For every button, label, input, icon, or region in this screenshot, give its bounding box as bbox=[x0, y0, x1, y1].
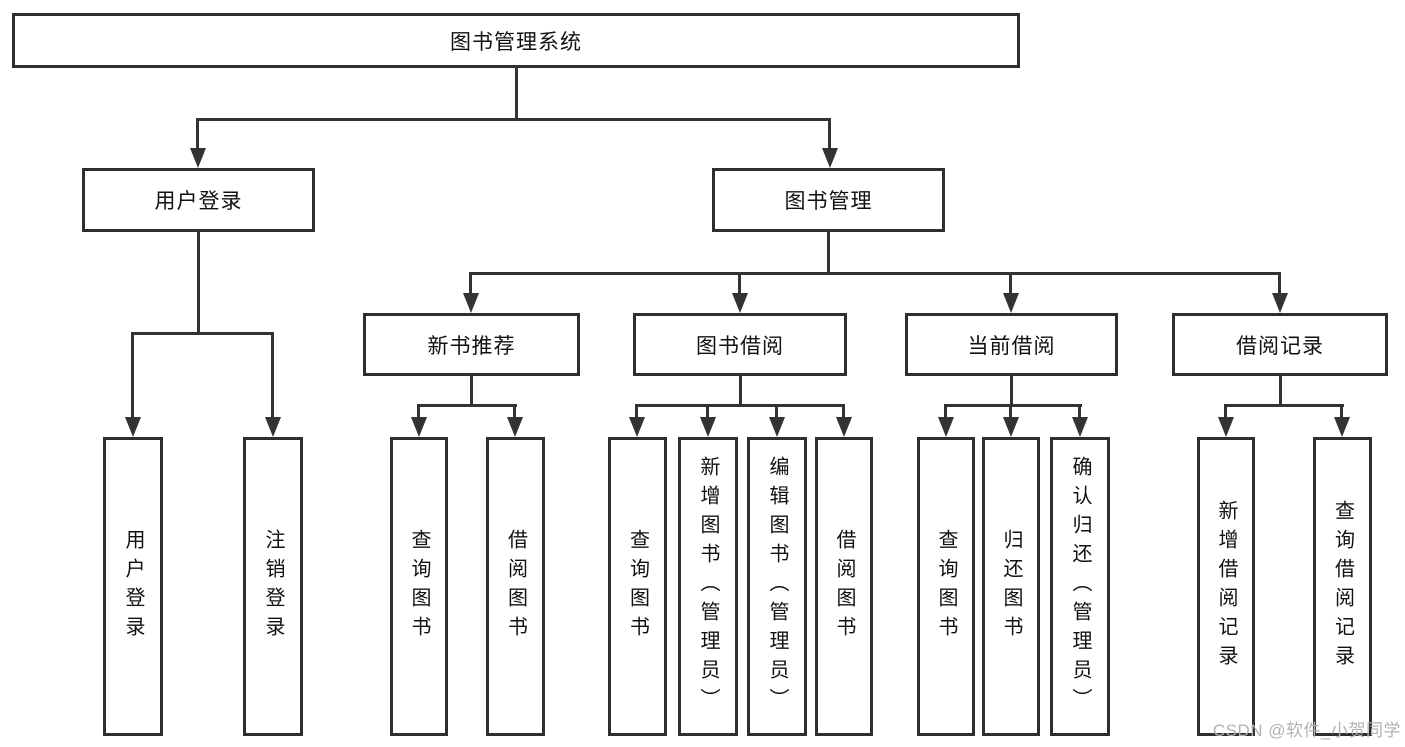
leaf-add-book-admin-label: 新增图书（管理员） bbox=[697, 456, 719, 717]
arrow-to-confirm-return bbox=[1071, 404, 1088, 437]
leaf-confirm-return-admin: 确认归还（管理员） bbox=[1050, 437, 1110, 736]
leaf-edit-book-admin: 编辑图书（管理员） bbox=[747, 437, 807, 736]
leaf-query-borrow-record-label: 查询借阅记录 bbox=[1331, 499, 1354, 674]
arrow-to-edit-book bbox=[768, 404, 785, 437]
leaf-query-books-1-label: 查询图书 bbox=[408, 528, 430, 645]
leaf-confirm-return-admin-label: 确认归还（管理员） bbox=[1069, 456, 1091, 717]
connector-current-borrow-vertical bbox=[1010, 374, 1013, 406]
arrow-to-return-book bbox=[1002, 404, 1019, 437]
leaf-borrow-books-2-label: 借阅图书 bbox=[833, 528, 855, 645]
arrow-to-add-borrow-record bbox=[1217, 404, 1234, 437]
leaf-user-login: 用户登录 bbox=[103, 437, 163, 736]
node-new-book-recommend: 新书推荐 bbox=[363, 313, 580, 376]
connector-user-login-horizontal bbox=[131, 332, 274, 335]
connector-root-horizontal bbox=[197, 118, 831, 121]
connector-book-borrow-vertical bbox=[739, 374, 742, 406]
arrow-to-user-login bbox=[189, 118, 206, 168]
leaf-query-books-3-label: 查询图书 bbox=[935, 528, 957, 645]
leaf-logout-label: 注销登录 bbox=[262, 528, 284, 645]
arrow-to-query-books-2 bbox=[628, 404, 645, 437]
leaf-borrow-books-2: 借阅图书 bbox=[815, 437, 873, 736]
connector-current-borrow-horizontal bbox=[944, 404, 1082, 407]
node-library-management-system: 图书管理系统 bbox=[12, 13, 1020, 68]
arrow-to-borrow-books-2 bbox=[835, 404, 852, 437]
leaf-add-book-admin: 新增图书（管理员） bbox=[678, 437, 738, 736]
leaf-query-books-2-label: 查询图书 bbox=[626, 528, 649, 645]
leaf-query-books-1: 查询图书 bbox=[390, 437, 448, 736]
connector-book-management-vertical bbox=[827, 230, 830, 274]
leaf-return-book: 归还图书 bbox=[982, 437, 1040, 736]
leaf-query-borrow-record: 查询借阅记录 bbox=[1313, 437, 1372, 736]
arrow-to-leaf-user-login bbox=[124, 332, 141, 437]
arrow-to-current-borrow bbox=[1002, 272, 1019, 313]
connector-borrow-records-vertical bbox=[1279, 374, 1282, 406]
arrow-to-query-borrow-record bbox=[1333, 404, 1350, 437]
leaf-return-book-label: 归还图书 bbox=[1000, 528, 1022, 645]
connector-root-vertical bbox=[515, 66, 518, 120]
csdn-watermark: CSDN @软件_小贺同学 bbox=[1212, 721, 1401, 740]
arrow-to-query-books-3 bbox=[937, 404, 954, 437]
arrow-to-borrow-books-1 bbox=[506, 404, 523, 437]
node-book-borrow: 图书借阅 bbox=[633, 313, 847, 376]
connector-new-book-recommend-vertical bbox=[470, 374, 473, 406]
arrow-to-leaf-logout bbox=[264, 332, 281, 437]
arrow-to-add-book bbox=[699, 404, 716, 437]
leaf-add-borrow-record: 新增借阅记录 bbox=[1197, 437, 1255, 736]
leaf-user-login-label: 用户登录 bbox=[122, 528, 144, 645]
arrow-to-new-book-recommend bbox=[462, 272, 479, 313]
connector-user-login-vertical bbox=[197, 230, 200, 334]
arrow-to-query-books-1 bbox=[410, 404, 427, 437]
leaf-borrow-books-1: 借阅图书 bbox=[486, 437, 545, 736]
leaf-edit-book-admin-label: 编辑图书（管理员） bbox=[766, 456, 788, 717]
node-current-borrow: 当前借阅 bbox=[905, 313, 1118, 376]
connector-new-book-recommend-horizontal bbox=[417, 404, 517, 407]
node-borrow-records: 借阅记录 bbox=[1172, 313, 1388, 376]
leaf-borrow-books-1-label: 借阅图书 bbox=[504, 528, 527, 645]
node-user-login: 用户登录 bbox=[82, 168, 315, 232]
connector-borrow-records-horizontal bbox=[1224, 404, 1344, 407]
leaf-add-borrow-record-label: 新增借阅记录 bbox=[1215, 499, 1237, 674]
leaf-query-books-3: 查询图书 bbox=[917, 437, 975, 736]
arrow-to-book-borrow bbox=[731, 272, 748, 313]
connector-book-borrow-horizontal bbox=[635, 404, 845, 407]
node-book-management: 图书管理 bbox=[712, 168, 945, 232]
arrow-to-book-management bbox=[821, 118, 838, 168]
connector-book-management-horizontal bbox=[469, 272, 1281, 275]
arrow-to-borrow-records bbox=[1271, 272, 1288, 313]
leaf-logout: 注销登录 bbox=[243, 437, 303, 736]
leaf-query-books-2: 查询图书 bbox=[608, 437, 667, 736]
